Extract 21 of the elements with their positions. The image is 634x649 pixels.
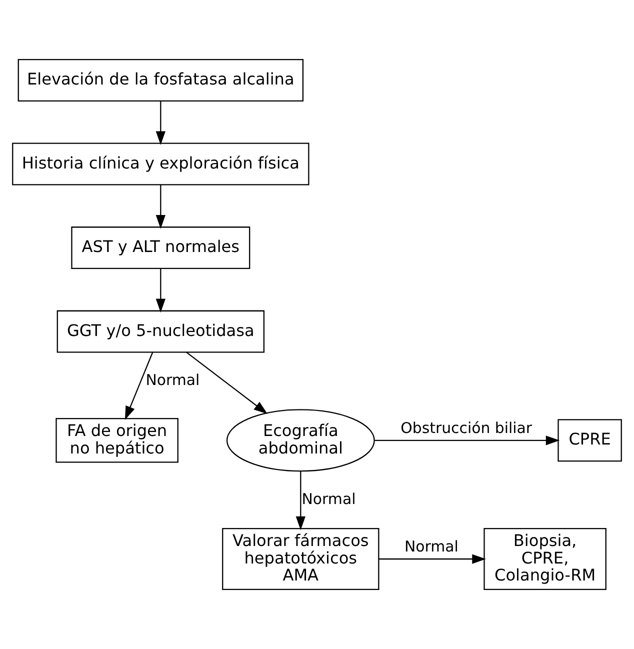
arrow xyxy=(156,184,166,229)
arrow xyxy=(124,352,154,420)
node-box: AST y ALT normales xyxy=(71,226,250,269)
edge-label: Normal xyxy=(302,490,356,508)
node-box: Historia clínica y exploración física xyxy=(12,142,310,186)
node-box: Valorar fármacos hepatotóxicos AMA xyxy=(222,528,380,590)
edge-label: Normal xyxy=(146,370,200,389)
arrow xyxy=(296,472,306,530)
arrow xyxy=(156,268,166,313)
node-ellipse: Ecografía abdominal xyxy=(226,409,375,472)
arrow xyxy=(156,101,166,146)
node-box: FA de origen no hepático xyxy=(56,418,178,463)
node-box: Biopsia, CPRE, Colangio-RM xyxy=(484,528,606,590)
node-box: GGT y/o 5-nucleotidasa xyxy=(56,310,264,353)
node-box: Elevación de la fosfatasa alcalina xyxy=(18,59,304,102)
arrow xyxy=(186,352,268,414)
edge-label: Normal xyxy=(404,537,458,556)
arrow xyxy=(374,436,560,446)
node-box: CPRE xyxy=(558,419,622,462)
edge-label: Obstrucción biliar xyxy=(400,418,532,437)
arrow xyxy=(378,554,486,564)
